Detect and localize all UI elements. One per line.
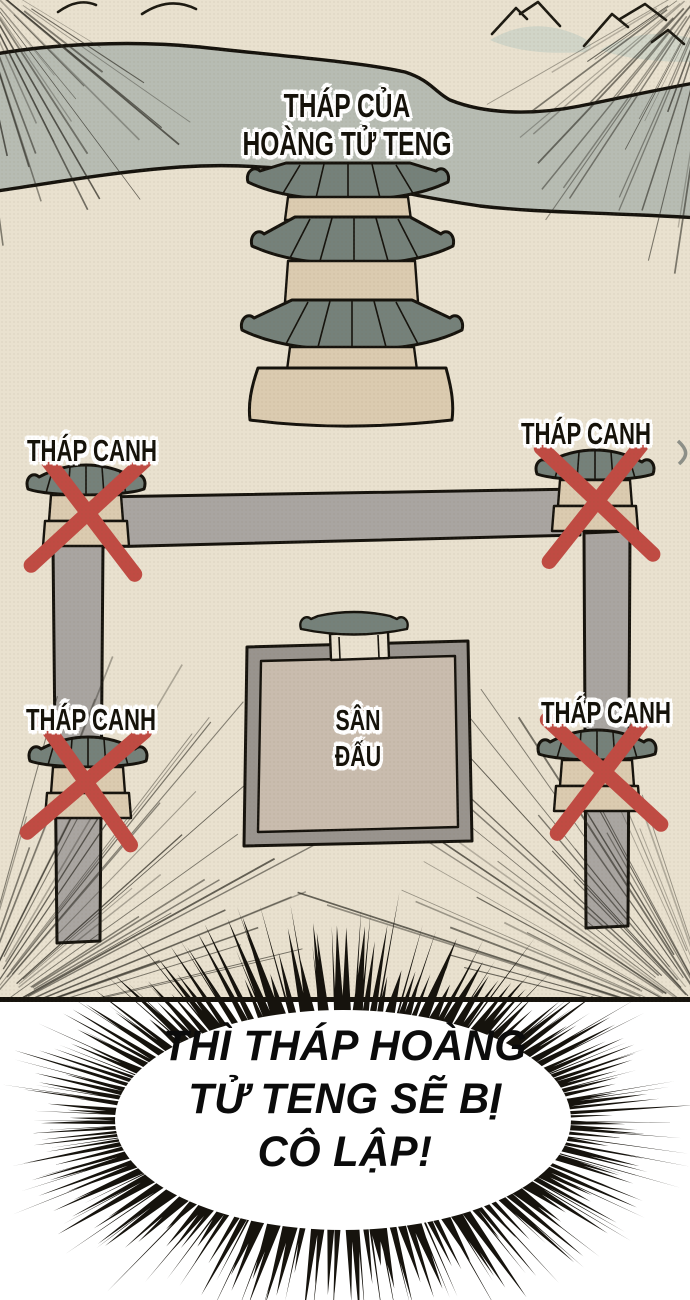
speed-lines-top-right (486, 0, 690, 274)
prince-tower-label: THÁP CỦA HOÀNG TỬ TENG (204, 88, 491, 164)
watchtower-label-bottom-left: THÁP CANH (26, 703, 156, 737)
watchtower-label-top-right: THÁP CANH (521, 417, 651, 451)
map-illustration (0, 0, 690, 1002)
edge-mark (676, 439, 688, 466)
watchtower-label-top-left: THÁP CANH (27, 434, 157, 468)
arena-label-line1: SÂN (335, 703, 381, 737)
prince-tower-label-line2: HOÀNG TỬ TENG (242, 126, 452, 163)
arena (242, 610, 474, 848)
map-panel: THÁP CỦA HOÀNG TỬ TENG THÁP CANH THÁP CA… (0, 0, 690, 1002)
prince-teng-pagoda (239, 161, 465, 428)
speech-line-3: CÔ LẬP! (257, 1128, 433, 1176)
arena-label-line2: ĐẤU (334, 739, 382, 773)
watchtower-label-bottom-right: THÁP CANH (541, 696, 671, 730)
speed-lines-top-left (0, 0, 191, 246)
arena-label: SÂN ĐẤU (284, 702, 432, 774)
arena-gate-roof (299, 610, 409, 636)
speech-bubble (115, 1010, 571, 1230)
prince-tower-label-line1: THÁP CỦA (283, 87, 411, 125)
speech-line-2: TỬ TENG SẼ BỊ (188, 1075, 502, 1123)
arena-floor (256, 654, 460, 834)
burst-spikes (1, 892, 690, 1300)
speech-line-1: THÌ THÁP HOÀNG (162, 1022, 528, 1070)
mountains (56, 0, 690, 62)
speech-bubble-text: THÌ THÁP HOÀNG TỬ TENG SẼ BỊ CÔ LẬP! (69, 1020, 622, 1179)
